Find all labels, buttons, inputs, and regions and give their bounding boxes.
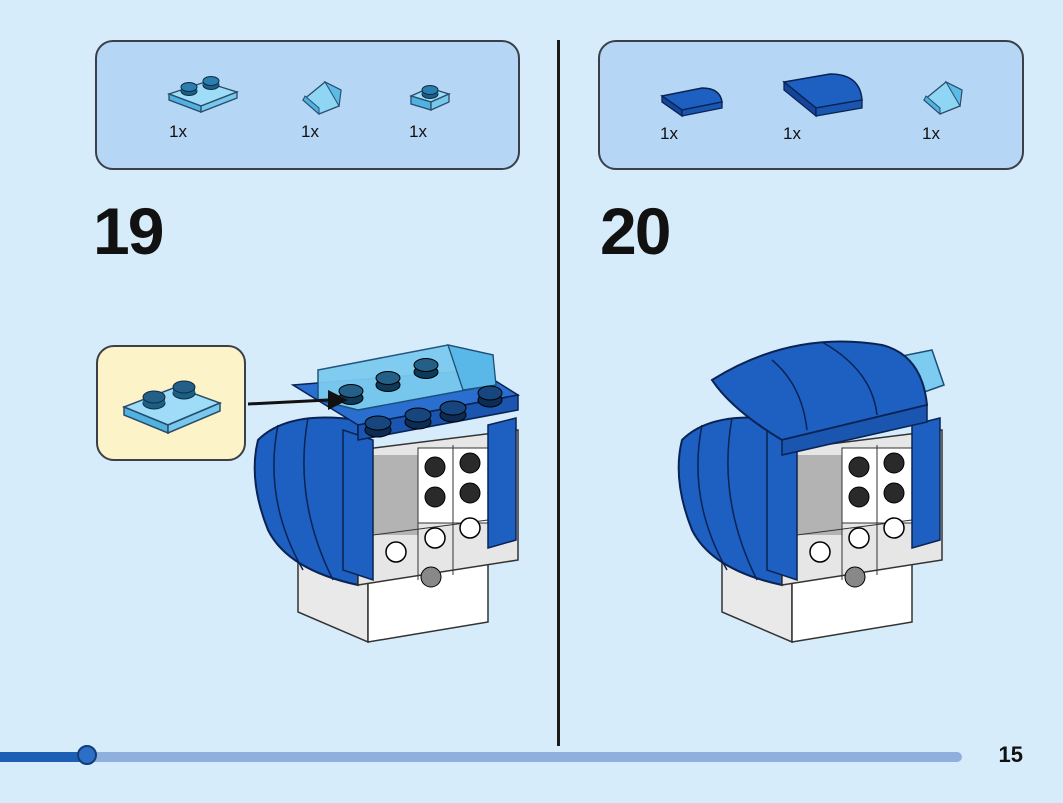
trans-light-blue-plate-1x2-icon <box>120 373 224 435</box>
model-step-20 <box>672 330 962 655</box>
trans-light-blue-plate-1x2-icon <box>165 72 241 116</box>
part-qty: 1x <box>301 122 319 141</box>
progress-track <box>0 752 962 762</box>
progress-fill <box>0 752 87 762</box>
part-qty: 1x <box>660 124 678 143</box>
step-divider <box>557 40 560 746</box>
part-qty: 1x <box>409 122 427 141</box>
page-number: 15 <box>998 742 1023 767</box>
trans-light-blue-plate-1x1-icon <box>407 80 453 116</box>
part-qty: 1x <box>169 122 187 141</box>
parts-box-step-19: 1x 1x 1x <box>95 40 520 170</box>
parts-box-step-20: 1x 1x 1x <box>598 40 1024 170</box>
callout-box <box>96 345 246 461</box>
blue-curved-slope-small-icon <box>658 82 728 118</box>
trans-light-blue-slope-icon <box>920 76 966 118</box>
part-qty: 1x <box>783 124 801 143</box>
model-step-19 <box>247 330 538 655</box>
step-number-20: 20 <box>600 194 671 268</box>
progress-knob <box>77 745 97 765</box>
part-qty: 1x <box>922 124 940 143</box>
step-number-19: 19 <box>93 194 164 268</box>
trans-light-blue-slope-icon <box>299 76 345 118</box>
blue-curved-slope-large-icon <box>780 70 866 118</box>
